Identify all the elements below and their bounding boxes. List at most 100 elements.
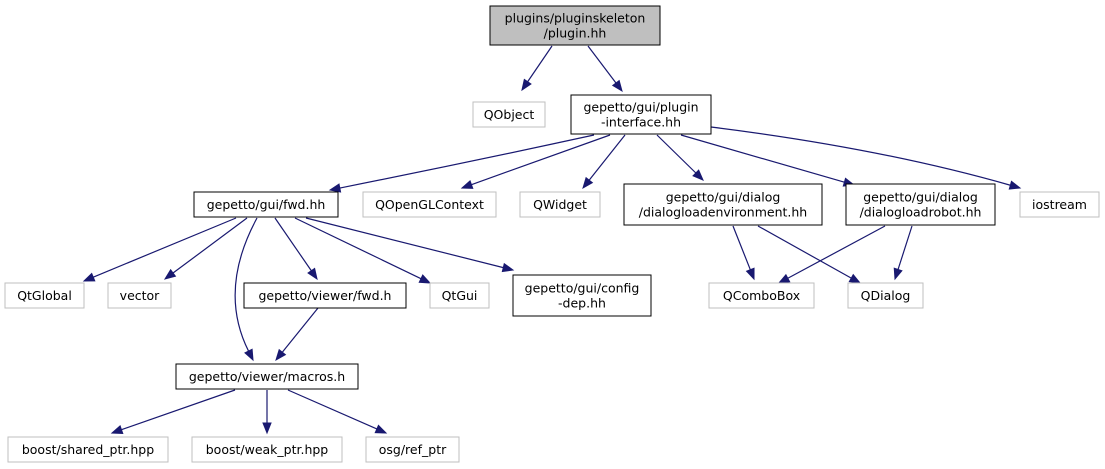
node-config-dep[interactable]: gepetto/gui/config-dep.hh [512,274,652,317]
node-label: QtGui [442,288,478,303]
node-label: vector [120,288,161,303]
arrowhead [1008,180,1022,190]
node-label: gepetto/gui/fwd.hh [207,197,326,212]
edge-line [757,225,852,279]
arrowhead [244,348,254,362]
arrowhead [692,169,704,181]
node-box [570,94,712,135]
arrowhead [460,179,474,189]
node-label: gepetto/gui/config [525,281,640,296]
arrowhead [82,272,96,282]
edge-dialog_env-to-qdialog [757,225,862,284]
node-label: /plugin.hh [544,26,607,41]
node-label: gepetto/gui/dialog [666,190,781,205]
edge-dialog_env-to-qcombobox [732,225,755,281]
edge-line [471,134,611,186]
node-box [362,191,497,218]
arrowhead [777,273,791,284]
node-label: QWidget [533,197,587,212]
node-label: -interface.hh [601,115,681,130]
edge-line [172,217,248,274]
node-label: boost/weak_ptr.hpp [206,442,329,457]
edge-gui_fwd-to-qtglobal [82,217,237,282]
node-label: QOpenGLContext [375,197,484,212]
node-qtgui: QtGui [429,282,490,309]
node-box [472,101,546,128]
edge-line [121,389,236,431]
node-label: /dialogloadenvironment.hh [639,205,807,220]
edge-gui_fwd-to-macros [234,217,258,362]
edge-plugin_interface-to-qopenglcontext [460,134,611,189]
edge-dialog_robot-to-qcombobox [777,225,886,284]
edge-plugin_interface-to-dialog_env [656,134,704,181]
node-label: plugins/pluginskeleton [505,11,646,26]
arrowhead [582,176,594,190]
node-label: gepetto/viewer/fwd.h [259,288,392,303]
node-label: gepetto/gui/dialog [863,190,978,205]
edge-plugin_interface-to-gui_fwd [328,134,595,193]
arrowhead [848,273,862,284]
edge-line [339,134,595,189]
node-iostream: iostream [1019,191,1100,218]
node-box [243,282,407,309]
node-box [365,436,460,463]
edge-line [234,217,258,352]
node-box [847,282,924,309]
node-box [1019,191,1100,218]
arrowhead [275,348,287,362]
node-vector: vector [107,282,172,309]
arrowhead [611,79,623,93]
node-box [845,183,996,226]
edge-line [287,389,378,430]
arrowhead [163,268,177,280]
edge-gui_fwd-to-viewer_fwd [274,217,318,281]
node-box [623,183,823,226]
edge-line [587,45,617,84]
node-qwidget: QWidget [519,191,601,218]
arrowhead [745,267,755,281]
node-plugin-interface[interactable]: gepetto/gui/plugin-interface.hh [570,94,712,135]
edge-line [527,45,553,83]
node-box [519,191,601,218]
node-box [512,274,652,317]
arrowhead [893,267,903,281]
node-label: gepetto/gui/plugin [583,100,698,115]
edge-line [680,134,845,183]
node-macros[interactable]: gepetto/viewer/macros.h [175,363,359,390]
node-label: /dialogloadrobot.hh [860,205,982,220]
node-dialog-robot[interactable]: gepetto/gui/dialog/dialogloadrobot.hh [845,183,996,226]
edge-macros-to-ref_ptr [287,389,388,434]
edge-line [93,217,237,278]
edge-plugin_interface-to-dialog_robot [680,134,856,187]
edge-plugin-to-plugin_interface [587,45,623,93]
edge-line [732,225,751,270]
arrowhead [110,425,124,435]
node-label: -dep.hh [558,296,606,311]
node-plugin[interactable]: plugins/pluginskeleton/plugin.hh [489,5,661,46]
arrowhead [262,422,272,435]
node-viewer-fwd[interactable]: gepetto/viewer/fwd.h [243,282,407,309]
edge-line [588,134,626,181]
node-label: QComboBox [723,288,800,303]
node-label: iostream [1032,197,1087,212]
node-ref-ptr: osg/ref_ptr [365,436,460,463]
node-qcombobox: QComboBox [708,282,815,309]
arrowhead [418,274,432,284]
node-label: QtGlobal [17,288,72,303]
node-qobject: QObject [472,101,546,128]
edge-line [897,225,913,270]
node-label: gepetto/viewer/macros.h [189,369,345,384]
node-gui-fwd[interactable]: gepetto/gui/fwd.hh [193,191,339,218]
node-qdialog: QDialog [847,282,924,309]
node-weak-ptr: boost/weak_ptr.hpp [191,436,343,463]
node-dialog-env[interactable]: gepetto/gui/dialog/dialogloadenvironment… [623,183,823,226]
arrowhead [501,262,515,273]
edge-macros-to-weak_ptr [262,390,272,435]
edge-line [294,217,422,280]
edge-line [274,217,312,272]
edge-dialog_robot-to-qdialog [893,225,913,281]
node-label: QDialog [861,288,911,303]
node-box [107,282,172,309]
node-label: osg/ref_ptr [379,442,447,457]
